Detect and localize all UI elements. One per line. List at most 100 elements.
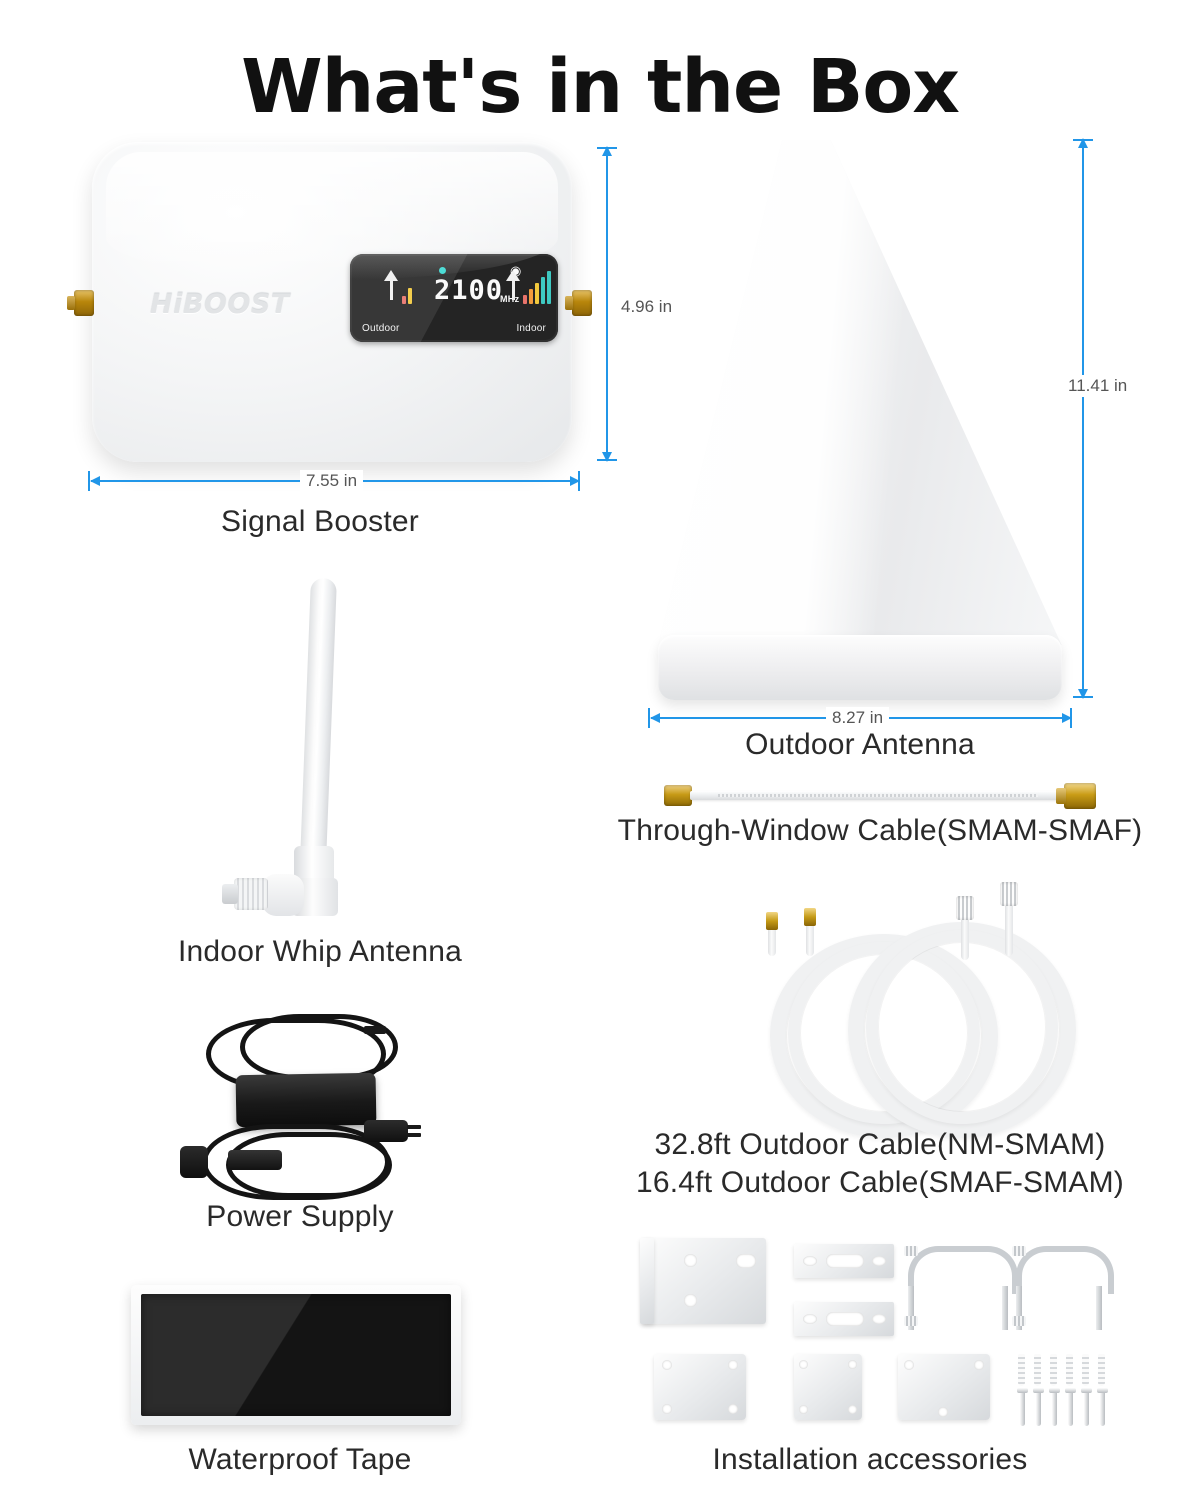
booster-sma-port-right [565, 290, 592, 316]
plate3-hole-tr [974, 1360, 984, 1370]
cable-lead-silver-1 [961, 906, 969, 960]
clamp-hole-2b [872, 1314, 886, 1324]
screw-1 [1017, 1388, 1028, 1426]
lcd-frequency-unit: MHz [500, 294, 520, 304]
u-bolt-1-leg-right [1002, 1286, 1008, 1330]
wall-anchor-2 [1034, 1354, 1041, 1386]
l-mounting-bracket [642, 1238, 766, 1324]
u-bolt-1-nut-b [904, 1316, 918, 1326]
bracket-slot-1 [736, 1254, 756, 1268]
sma-male-end-2 [804, 908, 816, 926]
outdoor-cables-product-image [762, 872, 1076, 1138]
antenna-base [658, 635, 1062, 700]
plate1-hole-tl [662, 1360, 672, 1370]
indoor-whip-antenna-caption: Indoor Whip Antenna [178, 935, 462, 968]
wall-anchor-3 [1050, 1354, 1057, 1386]
wall-anchor-6 [1098, 1354, 1105, 1386]
bracket-hole-2 [684, 1294, 697, 1307]
plate2-hole-bl [799, 1405, 808, 1414]
clamp-slot-2 [826, 1312, 864, 1326]
waterproof-tape-product-image [131, 1285, 461, 1425]
lcd-indoor-label: Indoor [516, 323, 546, 334]
iec-c13-plug [180, 1146, 208, 1178]
indoor-antenna-icon [506, 268, 522, 304]
page-title: What's in the Box [241, 44, 960, 130]
bracket-hole-1 [684, 1254, 697, 1267]
outdoor-antenna-height-label: 11.41 in [1062, 375, 1134, 397]
outdoor-antenna-icon [384, 268, 400, 304]
installation-accessories-caption: Installation accessories [712, 1443, 1028, 1476]
through-window-cable-caption: Through-Window Cable(SMAM-SMAF) [617, 814, 1143, 847]
cable-sma-male-connector [664, 785, 692, 806]
screw-6 [1097, 1388, 1108, 1426]
lcd-status-dot [439, 267, 446, 274]
through-window-cable-product-image [658, 783, 1098, 809]
clamp-hole-2a [803, 1314, 817, 1324]
clamp-hole-1a [803, 1256, 817, 1266]
indoor-whip-antenna-product-image [222, 577, 372, 918]
u-bolt-2-nut-b [1012, 1316, 1026, 1326]
plate1-hole-tr [728, 1360, 738, 1370]
lcd-outdoor-label: Outdoor [362, 323, 400, 334]
whip-connector-pin [222, 884, 238, 904]
outdoor-antenna-product-image [650, 140, 1070, 710]
power-supply-caption: Power Supply [206, 1200, 394, 1233]
cable-lead-gold-2 [806, 916, 814, 956]
outdoor-cable-line-2: 16.4ft Outdoor Cable(SMAF-SMAM) [635, 1166, 1125, 1200]
u-bolt-2 [1016, 1246, 1114, 1294]
wall-anchor-5 [1082, 1354, 1089, 1386]
plate2-hole-tl [799, 1360, 808, 1369]
booster-width-label: 7.55 in [300, 470, 364, 492]
antenna-cone-highlight [658, 140, 1062, 645]
waterproof-tape-caption: Waterproof Tape [188, 1443, 412, 1476]
outdoor-signal-bars [402, 282, 416, 304]
u-bolt-1-nut-a [904, 1246, 918, 1256]
hiboost-logo: HiBOOST [150, 289, 290, 320]
cable-lead-silver-2 [1005, 892, 1013, 956]
installation-accessories-product-image [636, 1232, 1114, 1430]
booster-height-label: 4.96 in [615, 296, 679, 318]
cable-sma-female-connector [1056, 783, 1096, 809]
u-bolt-1-leg-left [908, 1286, 914, 1330]
n-male-end-1 [956, 896, 974, 920]
outdoor-antenna-caption: Outdoor Antenna [745, 728, 975, 761]
u-bolt-2-nut-a [1012, 1246, 1026, 1256]
us-wall-plug [364, 1120, 421, 1142]
plate2-hole-br [848, 1405, 857, 1414]
whip-rod [300, 577, 337, 864]
dc-barrel-tip [364, 1026, 386, 1034]
indoor-signal-bars [523, 270, 555, 304]
plate2-hole-tr [848, 1360, 857, 1369]
n-male-end-2 [1000, 882, 1018, 906]
clamp-slot-1 [826, 1254, 864, 1268]
plate3-hole-tl [904, 1360, 914, 1370]
signal-booster-product-image: HiBOOST Outdoor 2100 MHz ◉ [67, 142, 572, 462]
plate1-hole-bl [662, 1404, 672, 1414]
outdoor-cable-line-1: 32.8ft Outdoor Cable(NM-SMAM) [654, 1128, 1106, 1161]
screw-5 [1081, 1388, 1092, 1426]
screw-4 [1065, 1388, 1076, 1426]
whip-hinge [262, 874, 304, 916]
power-brick [235, 1072, 377, 1128]
clamp-hole-1b [872, 1256, 886, 1266]
flat-ribbon-cable [690, 791, 1066, 800]
whip-connector-nut [234, 878, 268, 910]
plate1-hole-br [728, 1404, 738, 1414]
iec-connector-body [228, 1150, 282, 1170]
wall-anchor-1 [1018, 1354, 1025, 1386]
plate3-hole-bc [938, 1407, 948, 1417]
tape-roll [141, 1294, 451, 1416]
sma-male-end-1 [766, 912, 778, 930]
wall-anchor-4 [1066, 1354, 1073, 1386]
signal-booster-caption: Signal Booster [221, 505, 419, 538]
u-bolt-1 [908, 1246, 1018, 1294]
booster-lcd-display: Outdoor 2100 MHz ◉ Indoor [350, 254, 558, 342]
cable-lead-gold-1 [768, 920, 776, 956]
dc-cable-loop-inner [240, 1014, 398, 1080]
outdoor-antenna-width-label: 8.27 in [826, 707, 890, 729]
power-supply-product-image [168, 1012, 438, 1202]
l-bracket-flange [640, 1238, 654, 1324]
lcd-frequency-value: 2100 [434, 275, 504, 306]
booster-sma-port-left [67, 290, 94, 316]
